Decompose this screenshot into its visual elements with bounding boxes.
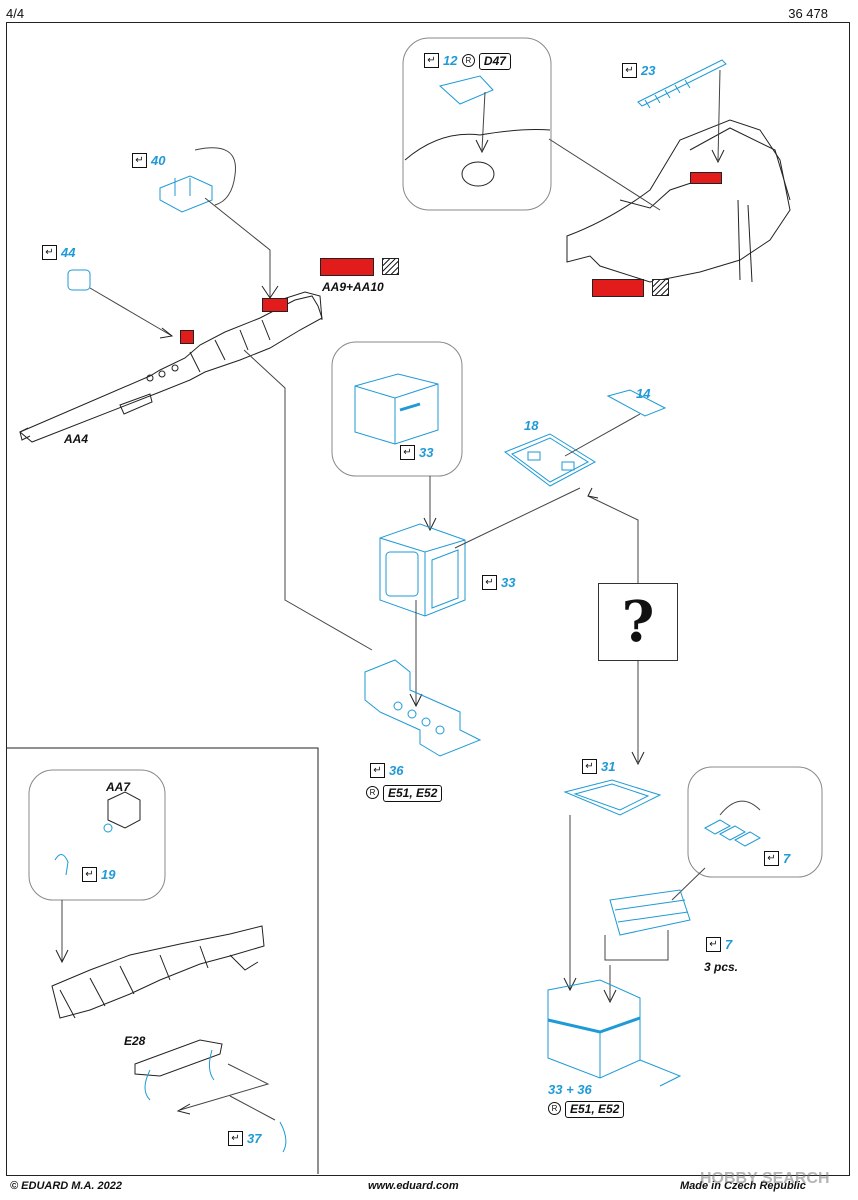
part-19-label: ↵19 [82, 866, 115, 884]
paint-hatch-icon [382, 258, 399, 275]
part-33-36-label: 33 + 36 [548, 1082, 592, 1097]
fold-check-icon: ↵ [82, 867, 97, 883]
paint-swatch-red [592, 279, 644, 297]
fold-check-icon: ↵ [400, 445, 415, 461]
pcs-label: 3 pcs. [704, 960, 739, 974]
part-23-label: ↵23 [622, 62, 655, 80]
resin-r-icon: R [366, 786, 379, 800]
fold-check-icon: ↵ [42, 245, 57, 261]
part-36-label: ↵36 [370, 762, 403, 780]
set-number: 36 478 [788, 6, 828, 21]
paint-swatch-red [320, 258, 374, 276]
fold-check-icon: ↵ [424, 53, 439, 69]
question-box: ? [598, 583, 678, 661]
website: www.eduard.com [368, 1180, 459, 1192]
part-33-label: ↵33 [482, 574, 515, 592]
part-18-label: 18 [524, 418, 539, 433]
resin-r-icon: R [548, 1102, 561, 1116]
part-37-label: ↵37 [228, 1130, 261, 1148]
aa9-aa10-label: AA9+AA10 [322, 280, 384, 294]
part-31-label: ↵31 [582, 758, 615, 776]
fold-check-icon: ↵ [370, 763, 385, 779]
copyright: © EDUARD M.A. 2022 [10, 1180, 123, 1192]
aa4-label: AA4 [64, 432, 89, 446]
watermark: HOBBY SEARCH [700, 1170, 830, 1187]
resin-r-icon: R [461, 54, 475, 68]
red-part-marker [690, 172, 722, 184]
fold-check-icon: ↵ [132, 153, 147, 169]
part-44-label: ↵44 [42, 244, 75, 262]
red-part-marker [262, 298, 288, 312]
instruction-frame [6, 22, 850, 1176]
fold-check-icon: ↵ [764, 851, 779, 867]
fold-check-icon: ↵ [706, 937, 721, 953]
made-in: Made in Czech Republic [680, 1180, 806, 1192]
fold-check-icon: ↵ [582, 759, 597, 775]
part-7-label: ↵7 [706, 936, 732, 954]
part-33-callout-label: ↵33 [400, 444, 433, 462]
part-7-callout-label: ↵7 [764, 850, 790, 868]
fold-check-icon: ↵ [622, 63, 637, 79]
d47-box: D47 [478, 53, 511, 70]
aa7-label: AA7 [106, 780, 131, 794]
fold-check-icon: ↵ [228, 1131, 243, 1147]
part-40-label: ↵40 [132, 152, 165, 170]
fold-check-icon: ↵ [482, 575, 497, 591]
page-number: 4/4 [6, 6, 25, 21]
e28-label: E28 [124, 1034, 146, 1048]
part-14-label: 14 [636, 386, 651, 401]
paint-hatch-icon [652, 279, 669, 296]
red-part-marker [180, 330, 194, 344]
